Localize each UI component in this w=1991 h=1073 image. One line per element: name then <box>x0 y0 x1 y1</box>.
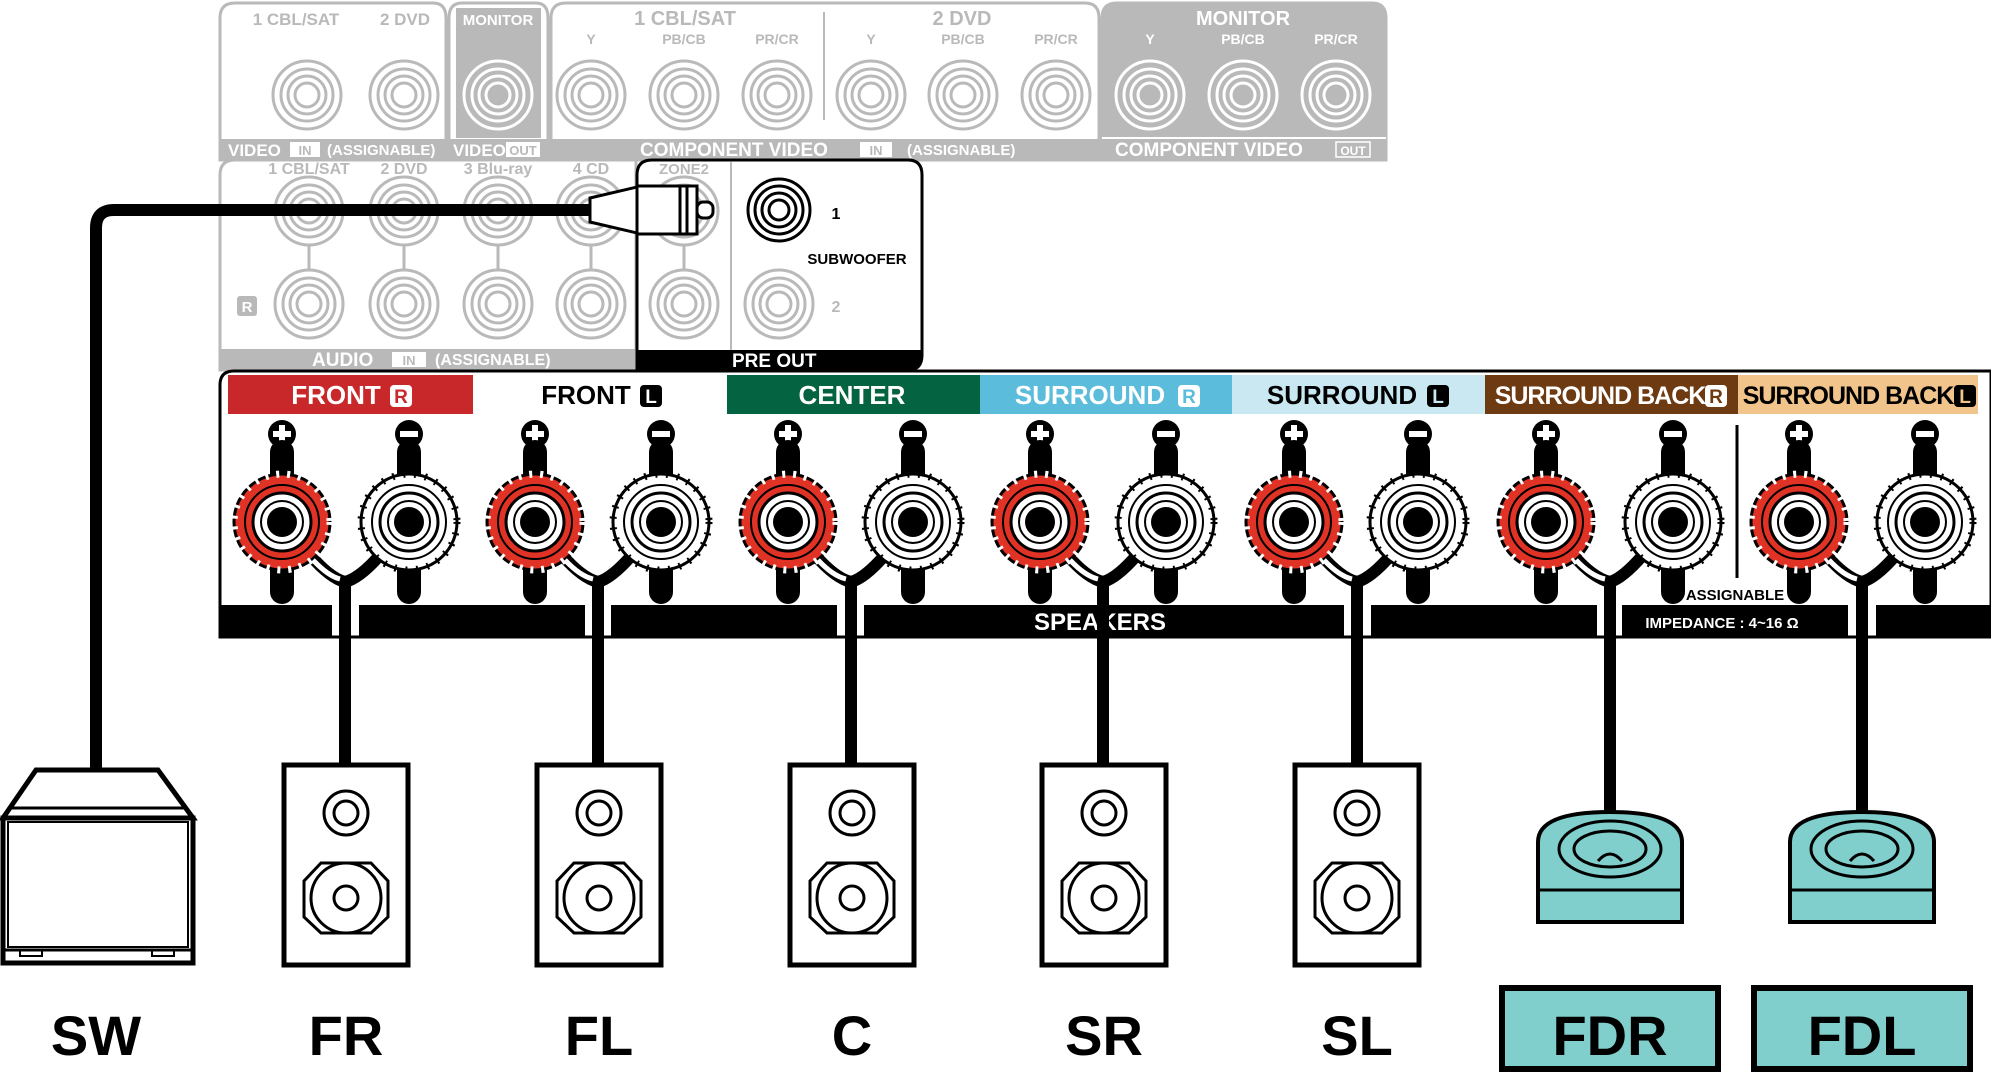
component-out-jack-label: PR/CR <box>1314 31 1358 47</box>
pre-out-footer: PRE OUT <box>732 351 817 372</box>
assignable-label: ASSIGNABLE <box>1686 587 1784 604</box>
label-sw: SW <box>51 1004 141 1067</box>
component-in-jack[interactable] <box>1020 59 1092 131</box>
label-fdr: FDR <box>1552 1004 1667 1067</box>
component-in-jack[interactable] <box>648 59 720 131</box>
subwoofer-jack-2-label: 2 <box>832 299 841 316</box>
component-in-jack-label: PB/CB <box>662 31 706 47</box>
subwoofer-jack-1-label: 1 <box>832 206 841 223</box>
label-sl: SL <box>1321 1004 1393 1067</box>
component-in-badge: IN <box>870 143 883 158</box>
audio-in-jack-r[interactable] <box>273 268 345 340</box>
video-in-footer: VIDEO <box>228 141 281 160</box>
video-in-assignable: (ASSIGNABLE) <box>327 142 435 159</box>
component-in-assignable: (ASSIGNABLE) <box>907 142 1015 159</box>
audio-in-jack-r[interactable] <box>555 268 627 340</box>
component-in-section: 1 CBL/SAT 2 DVD Y PB/CB PR/CR Y PB/CB PR… <box>549 1 1101 162</box>
group-label: SURROUND <box>1015 380 1165 410</box>
video-in-jack-2[interactable] <box>368 59 440 131</box>
label-sr: SR <box>1065 1004 1143 1067</box>
center-speaker[interactable] <box>790 765 914 965</box>
audio-in-badge: IN <box>403 353 416 368</box>
component-in-jack-label: PR/CR <box>755 31 799 47</box>
audio-in-jack-r[interactable] <box>368 268 440 340</box>
video-in-jack-1[interactable] <box>271 59 343 131</box>
audio-in-footer: AUDIO <box>312 350 373 371</box>
group-label: SURROUND BACK <box>1495 382 1707 410</box>
component-out-jack-label: Y <box>1145 31 1155 47</box>
audio-in-label: 2 DVD <box>380 161 427 178</box>
component-out-footer: COMPONENT VIDEO <box>1115 140 1303 161</box>
component-in-group-2-title: 2 DVD <box>933 8 992 30</box>
label-c: C <box>832 1004 872 1067</box>
front-right-speaker[interactable] <box>284 765 408 965</box>
component-out-badge: OUT <box>1340 144 1366 158</box>
speaker-group-center: CENTER <box>799 380 906 410</box>
component-in-jack-label: Y <box>586 31 596 47</box>
subwoofer-cable <box>90 184 715 770</box>
video-out-footer: VIDEO <box>453 141 506 160</box>
group-badge: L <box>1432 387 1444 408</box>
video-in-label-1: 1 CBL/SAT <box>253 10 340 29</box>
audio-in-section: 1 CBL/SAT 2 DVD 3 Blu-ray 4 CD R AUDIO I… <box>218 158 638 372</box>
component-in-jack[interactable] <box>741 59 813 131</box>
component-in-footer: COMPONENT VIDEO <box>640 140 828 161</box>
audio-in-label: 3 Blu-ray <box>464 161 533 178</box>
component-in-jack[interactable] <box>927 59 999 131</box>
subwoofer-speaker[interactable] <box>0 767 198 966</box>
speaker-group-surround-back-r: SURROUND BACK R <box>1495 382 1727 410</box>
component-in-jack-label: PB/CB <box>941 31 985 47</box>
speaker-group-front-l: FRONT L <box>541 380 662 410</box>
audio-in-r-badge: R <box>242 299 253 316</box>
component-out-jack-label: PB/CB <box>1221 31 1265 47</box>
group-badge: L <box>1959 387 1971 408</box>
impedance-label: IMPEDANCE : 4~16 Ω <box>1645 615 1798 632</box>
front-left-speaker[interactable] <box>537 765 661 965</box>
video-in-label-2: 2 DVD <box>380 10 430 29</box>
group-label: FRONT <box>291 380 381 410</box>
audio-in-label: 1 CBL/SAT <box>268 161 350 178</box>
component-in-group-1-title: 1 CBL/SAT <box>634 8 736 30</box>
group-label: SURROUND BACK <box>1743 382 1955 410</box>
surround-left-speaker[interactable] <box>1295 765 1419 965</box>
speaker-group-surround-l: SURROUND L <box>1267 380 1449 410</box>
group-badge: R <box>1709 387 1723 408</box>
component-out-title: MONITOR <box>1196 8 1291 30</box>
speaker-terminal-panel: FRONT R FRONT L CENTER SURROUND R SURROU… <box>218 369 1991 815</box>
video-in-section: 1 CBL/SAT 2 DVD VIDEO IN (ASSIGNABLE) <box>218 1 448 162</box>
zone2-label: ZONE2 <box>659 161 709 178</box>
subwoofer-out-jack-1[interactable] <box>746 177 812 243</box>
component-in-jack-label: Y <box>866 31 876 47</box>
label-fl: FL <box>565 1004 633 1067</box>
component-in-jack[interactable] <box>555 59 627 131</box>
front-dolby-left-speaker[interactable] <box>1788 810 1936 924</box>
video-out-title: MONITOR <box>463 12 534 29</box>
video-out-section: MONITOR VIDEO OUT <box>447 1 550 162</box>
audio-in-assignable: (ASSIGNABLE) <box>435 352 551 369</box>
speaker-group-front-r: FRONT R <box>291 380 412 410</box>
audio-in-label: 4 CD <box>573 161 609 178</box>
component-in-jack[interactable] <box>835 59 907 131</box>
speaker-group-surround-back-l: SURROUND BACK L <box>1743 382 1976 410</box>
group-label: FRONT <box>541 380 631 410</box>
video-in-badge: IN <box>299 143 312 158</box>
group-label: SURROUND <box>1267 380 1417 410</box>
speaker-group-surround-r: SURROUND R <box>1015 380 1200 410</box>
group-badge: R <box>1182 387 1196 408</box>
front-dolby-right-speaker[interactable] <box>1536 810 1684 924</box>
group-label: CENTER <box>799 380 906 410</box>
audio-in-jack-r[interactable] <box>462 268 534 340</box>
label-fdl: FDL <box>1808 1004 1917 1067</box>
group-badge: R <box>394 387 408 408</box>
surround-right-speaker[interactable] <box>1042 765 1166 965</box>
component-out-section: MONITOR Y PB/CB PR/CR COMPONENT VIDEO OU… <box>1100 1 1388 162</box>
video-out-badge: OUT <box>509 143 537 158</box>
subwoofer-label: SUBWOOFER <box>807 251 906 268</box>
group-badge: L <box>645 387 657 408</box>
component-in-jack-label: PR/CR <box>1034 31 1078 47</box>
label-fr: FR <box>309 1004 384 1067</box>
